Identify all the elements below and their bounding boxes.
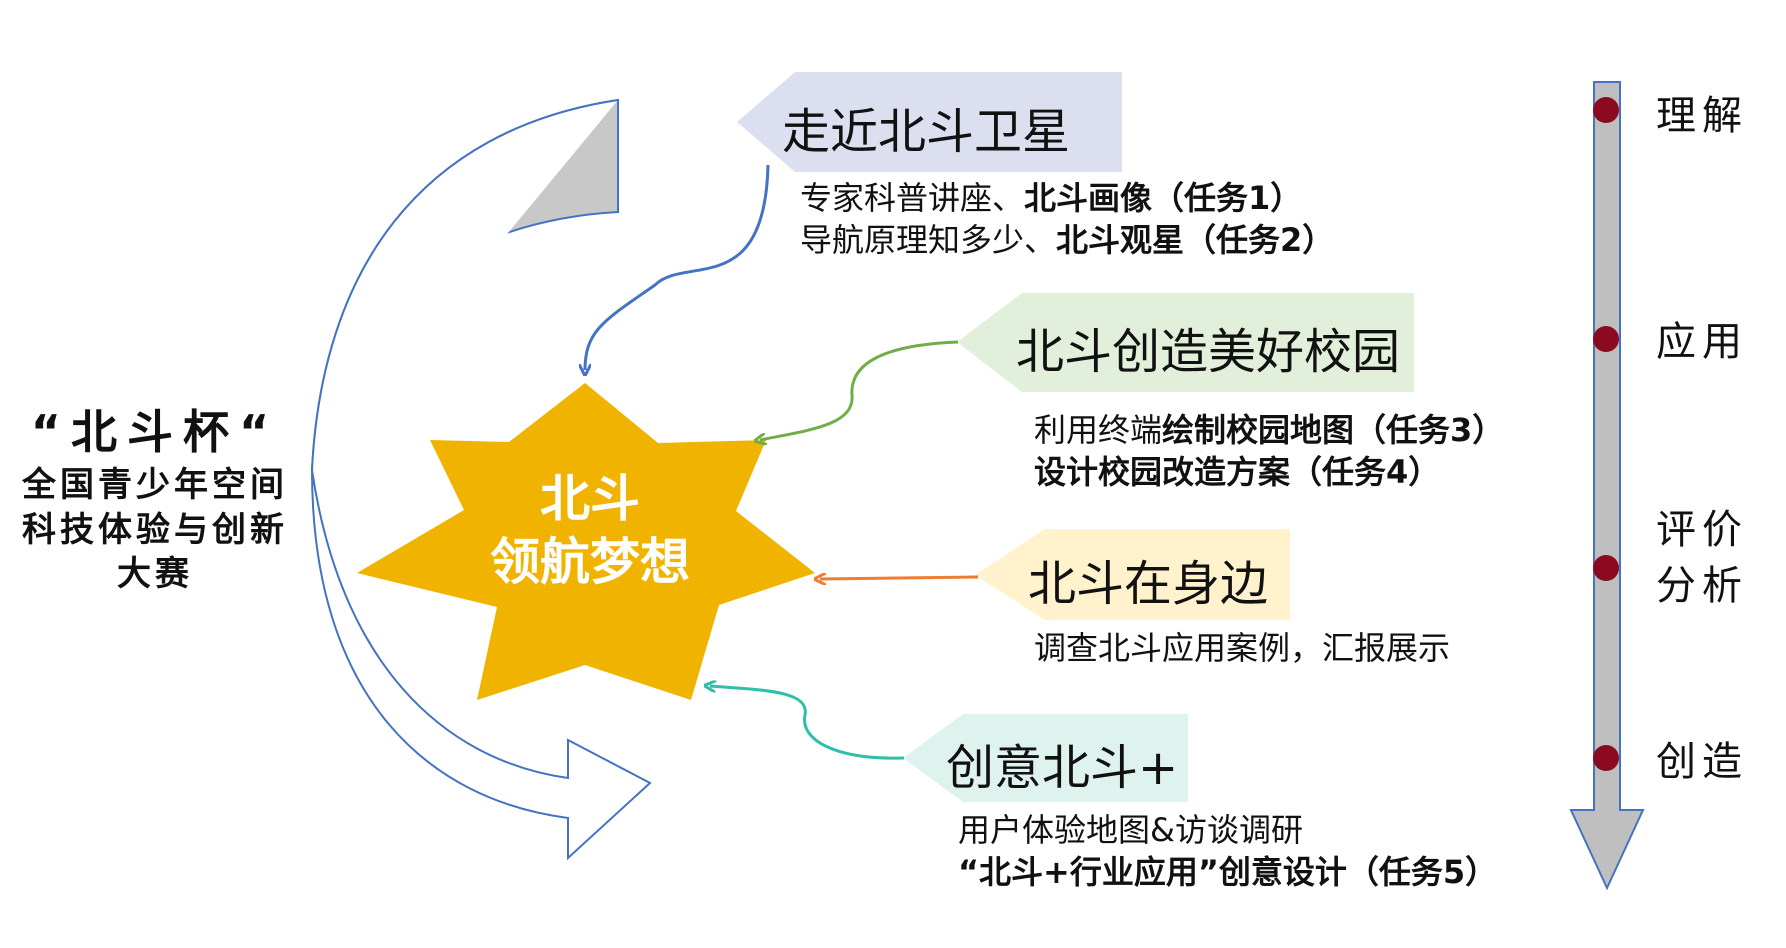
task-bold: “北斗+行业应用”创意设计（任务5）	[958, 852, 1498, 891]
core-label: 北斗 领航梦想	[445, 468, 735, 593]
stage-tasks-2: 利用终端绘制校园地图（任务3） 设计校园改造方案（任务4）	[1034, 410, 1504, 493]
connector-arrow-2	[760, 340, 959, 440]
task-bold: 绘制校园地图（任务3）	[1162, 411, 1505, 449]
task-bold: 北斗观星（任务2）	[1056, 220, 1335, 259]
competition-line-3: 大赛	[117, 554, 193, 595]
process-dot-2	[1593, 326, 1619, 352]
core-star	[357, 383, 815, 700]
competition-title-block: “北斗杯“ 全国青少年空间 科技体验与创新 大赛	[10, 402, 300, 597]
competition-line-1: 全国青少年空间	[22, 464, 288, 505]
process-step-1: 理解	[1656, 93, 1748, 139]
stage-label-1: 走近北斗卫星	[782, 104, 1071, 160]
process-dot-4	[1593, 745, 1619, 771]
process-dot-1	[1593, 97, 1619, 123]
curved-arrow-body	[310, 99, 652, 861]
process-dot-3	[1593, 555, 1619, 581]
task-normal: 专家科普讲座、	[800, 179, 1025, 217]
task-bold: 北斗画像（任务1）	[1024, 179, 1303, 217]
process-step-2: 应用	[1656, 319, 1748, 365]
stage-banner-4	[903, 714, 1188, 802]
connector-arrow-1	[585, 164, 770, 370]
stage-label-4: 创意北斗+	[946, 740, 1179, 796]
task-line: 设计校园改造方案（任务4）	[1034, 452, 1504, 494]
competition-title: “北斗杯“	[30, 405, 280, 459]
task-normal: 用户体验地图&访谈调研	[958, 811, 1303, 849]
stage-tasks-4: 用户体验地图&访谈调研 “北斗+行业应用”创意设计（任务5）	[958, 810, 1497, 893]
task-line: 专家科普讲座、北斗画像（任务1）	[800, 178, 1334, 220]
task-line: 利用终端绘制校园地图（任务3）	[1034, 410, 1504, 452]
task-normal: 调查北斗应用案例，汇报展示	[1034, 629, 1451, 667]
stage-label-2: 北斗创造美好校园	[1016, 324, 1401, 380]
process-arrow	[1569, 81, 1645, 891]
connector-arrow-4	[710, 686, 905, 760]
task-normal: 导航原理知多少、	[800, 220, 1057, 259]
task-bold: 设计校园改造方案（任务4）	[1034, 452, 1441, 491]
task-normal: 利用终端	[1034, 411, 1163, 449]
process-step-4: 创造	[1656, 739, 1748, 785]
stage-banner-2	[957, 293, 1414, 392]
task-line: 导航原理知多少、北斗观星（任务2）	[800, 220, 1334, 262]
task-line: 用户体验地图&访谈调研	[958, 810, 1497, 852]
core-line-1: 北斗	[540, 470, 640, 528]
task-line: 调查北斗应用案例，汇报展示	[1034, 628, 1450, 670]
stage-banner-1	[737, 72, 1122, 172]
stage-tasks-1: 专家科普讲座、北斗画像（任务1） 导航原理知多少、北斗观星（任务2）	[800, 178, 1334, 261]
core-line-2: 领航梦想	[490, 532, 690, 591]
competition-line-2: 科技体验与创新	[22, 509, 288, 550]
process-step-3: 评价分析	[1656, 507, 1748, 609]
stage-tasks-3: 调查北斗应用案例，汇报展示	[1034, 628, 1450, 670]
stage-banner-3	[975, 529, 1290, 620]
connector-arrow-3	[820, 577, 979, 579]
stage-label-3: 北斗在身边	[1028, 556, 1269, 612]
task-line: “北斗+行业应用”创意设计（任务5）	[958, 852, 1497, 894]
